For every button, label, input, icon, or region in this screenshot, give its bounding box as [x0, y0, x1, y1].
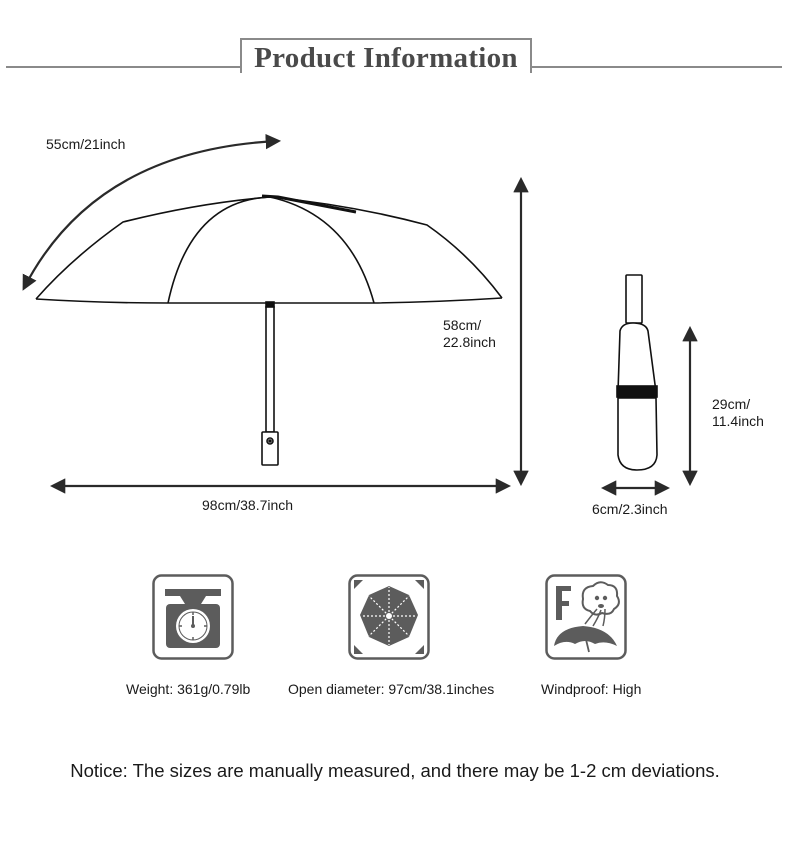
canopy-arc-label: 55cm/21inch: [46, 136, 126, 152]
page-title: Product Information: [254, 42, 518, 74]
header-divider-left: [6, 66, 242, 68]
open-width-label: 98cm/38.7inch: [202, 497, 294, 513]
header-divider-right: [526, 66, 782, 68]
folded-width-label: 6cm/2.3inch: [592, 501, 668, 517]
folded-length-label-line2: 11.4inch: [712, 413, 764, 429]
open-umbrella-icon: [35, 194, 503, 466]
wind-umbrella-icon: [545, 574, 627, 660]
size-notice: Notice: The sizes are manually measured,…: [70, 760, 720, 781]
open-height-label-line2: 22.8inch: [443, 334, 496, 350]
open-umbrella-topview-icon: [348, 574, 430, 660]
feature-label-weight: Weight: 361g/0.79lb: [126, 681, 251, 697]
feature-label-open-diameter: Open diameter: 97cm/38.1inches: [288, 681, 495, 697]
folded-umbrella-icon: [616, 274, 658, 471]
open-height-label-line1: 58cm/: [443, 317, 482, 333]
scale-icon: [152, 574, 234, 660]
folded-length-label-line1: 29cm/: [712, 396, 751, 412]
title-frame: Product Information: [240, 38, 532, 74]
canopy-arc-arrow: [22, 133, 282, 291]
feature-label-windproof: Windproof: High: [541, 681, 642, 697]
